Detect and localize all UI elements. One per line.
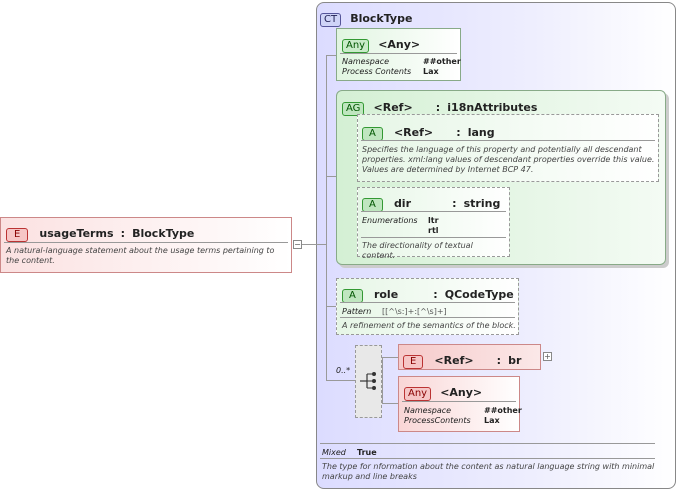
attribute-badge: A <box>362 198 383 212</box>
any2-header: Any <Any> <box>404 381 482 401</box>
divider <box>361 237 506 238</box>
role-pattern-label: Pattern <box>342 307 372 316</box>
role-attribute[interactable] <box>336 278 519 335</box>
divider <box>320 458 655 459</box>
usage-terms-description: A natural-language statement about the u… <box>6 246 275 265</box>
role-description: A refinement of the semantics of the blo… <box>342 321 516 330</box>
dir-description: The directionality of textual content. <box>362 241 473 260</box>
element-badge: E <box>403 355 424 369</box>
connector-line <box>326 380 355 381</box>
element-badge: E <box>6 228 29 242</box>
lang-name: lang <box>467 126 495 139</box>
role-pattern-value: [[^\s:]+:[^\s]+] <box>382 307 447 316</box>
complex-type-header: CT BlockType <box>320 7 412 27</box>
dir-enum-ltr: ltr <box>428 216 439 225</box>
divider <box>402 401 516 402</box>
role-name: role <box>373 288 399 301</box>
attribute-badge: A <box>362 127 383 141</box>
attribute-group-ref: <Ref> <box>373 101 413 114</box>
any1-header: Any <Any> <box>342 33 420 53</box>
any2-process-label: ProcessContents <box>404 416 471 425</box>
complex-type-description: The type for nformation about the conten… <box>322 462 655 481</box>
br-header: E <Ref> : br <box>403 349 521 369</box>
any2-namespace-label: Namespace <box>404 406 452 415</box>
lang-attribute[interactable] <box>357 114 659 182</box>
lang-ref: <Ref> <box>393 126 434 139</box>
divider <box>320 443 655 444</box>
divider <box>361 140 655 141</box>
complex-type-badge: CT <box>320 13 342 27</box>
connector-line <box>326 55 327 380</box>
connector-line <box>382 357 383 403</box>
connector-line <box>382 403 398 404</box>
any-badge: Any <box>342 39 370 53</box>
connector-line <box>316 244 326 245</box>
complex-type-name: BlockType <box>350 12 413 25</box>
collapse-toggle[interactable]: − <box>293 240 302 249</box>
any-element-1[interactable] <box>336 28 461 81</box>
connector-line <box>302 244 316 245</box>
any2-process-value: Lax <box>484 416 500 425</box>
mixed-label: Mixed <box>322 448 346 457</box>
usage-terms-header: E usageTerms : BlockType <box>6 222 194 242</box>
any2-namespace-value: ##other <box>484 406 522 415</box>
divider <box>340 302 515 303</box>
usage-terms-type: BlockType <box>132 227 195 240</box>
usage-terms-element[interactable] <box>0 217 292 273</box>
role-type: QCodeType <box>444 288 514 301</box>
type-separator: : <box>496 354 502 367</box>
connector-line <box>326 176 336 177</box>
any1-process-value: Lax <box>423 67 439 76</box>
dir-type: string <box>463 197 501 210</box>
role-header: A role : QCodeType <box>342 283 514 303</box>
type-separator: : <box>435 101 441 114</box>
usage-terms-name: usageTerms <box>39 227 114 240</box>
expand-toggle[interactable]: + <box>543 352 552 361</box>
any1-process-label: Process Contents <box>342 67 412 76</box>
dir-enum-label: Enumerations <box>362 216 418 225</box>
type-separator: : <box>433 288 438 301</box>
attribute-group-name: i18nAttributes <box>447 101 538 114</box>
any1-namespace-label: Namespace <box>342 57 390 66</box>
any-badge: Any <box>404 387 432 401</box>
lang-header: A <Ref> : lang <box>362 121 495 141</box>
dir-name: dir <box>393 197 412 210</box>
sequence-occurs: 0..* <box>336 366 351 375</box>
divider <box>340 53 457 54</box>
dir-enum-rtl: rtl <box>428 226 439 235</box>
br-ref: <Ref> <box>434 354 474 367</box>
any-element-2[interactable] <box>398 376 520 432</box>
mixed-value: True <box>357 448 377 457</box>
connector-line <box>326 55 336 56</box>
divider <box>4 242 288 243</box>
divider <box>340 317 515 318</box>
sequence-icon <box>360 372 376 390</box>
any1-name: <Any> <box>378 38 421 51</box>
type-separator: : <box>452 197 457 210</box>
connector-line <box>382 357 398 358</box>
attribute-badge: A <box>342 289 363 303</box>
type-separator: : <box>120 227 125 240</box>
attribute-group-header: AG <Ref> : i18nAttributes <box>342 96 537 116</box>
any2-name: <Any> <box>440 386 483 399</box>
type-separator: : <box>456 126 461 139</box>
lang-description: Specifies the language of this property … <box>362 145 655 174</box>
br-name: br <box>508 354 522 367</box>
any1-namespace-value: ##other <box>423 57 461 66</box>
dir-header: A dir : string <box>362 192 500 212</box>
connector-line <box>326 306 336 307</box>
divider <box>361 211 506 212</box>
